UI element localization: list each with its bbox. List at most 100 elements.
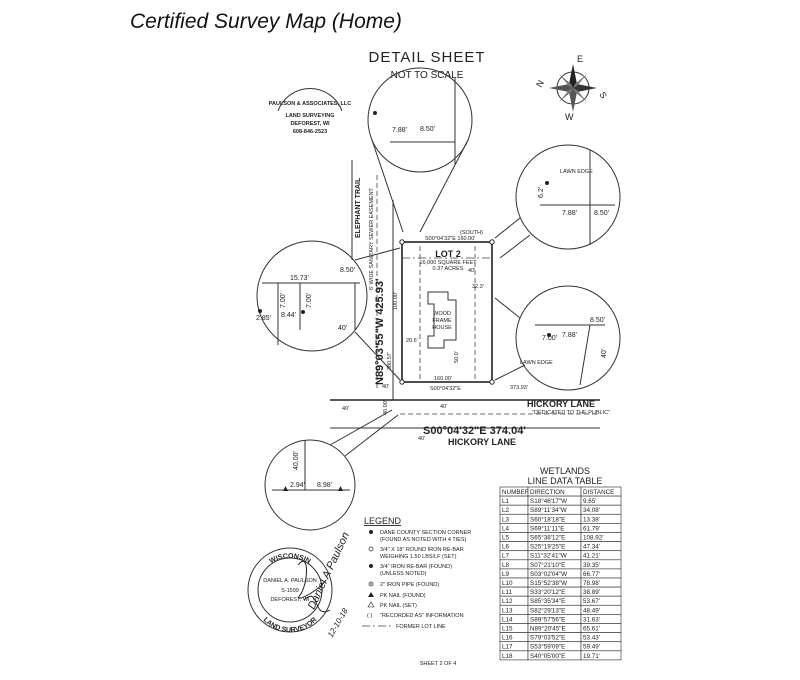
road-hickory-lane-2: HICKORY LANE bbox=[448, 437, 516, 447]
table-cell: 59.49' bbox=[583, 644, 600, 651]
seal-signature: Daniel A Paulson bbox=[306, 530, 352, 611]
table-cell: L10 bbox=[502, 580, 513, 587]
surveyor-company: PAULSON & ASSOCIATES, LLC bbox=[269, 101, 351, 107]
table-cell: S89°57'56"E bbox=[530, 615, 565, 623]
legend-item-4: PK NAIL (FOUND) bbox=[380, 593, 426, 599]
surveyor-phone: 608-846-2523 bbox=[293, 129, 327, 135]
lot-dim-206: 20.6' bbox=[406, 338, 418, 344]
lot-bottom-bearing: S00°04'32"E bbox=[430, 386, 461, 392]
right-dim-850: 8.50' bbox=[594, 210, 609, 217]
compass-w: W bbox=[565, 112, 574, 122]
compass-n: N bbox=[534, 78, 546, 89]
easement-note: 6' WIDE SANITARY SEWER EASEMENT bbox=[369, 187, 375, 290]
compass-rose-icon: N S E W bbox=[534, 54, 609, 122]
mid-dim-850: 8.50' bbox=[590, 317, 605, 324]
legend-item-2-sub: (UNLESS NOTED) bbox=[380, 571, 427, 577]
road-hickory-lane-1: HICKORY LANE bbox=[527, 399, 595, 409]
table-cell: L3 bbox=[502, 516, 510, 523]
table-cell: L11 bbox=[502, 589, 513, 596]
table-cell: 61.79' bbox=[583, 525, 600, 532]
table-cell: 34.08' bbox=[583, 507, 600, 514]
mid-dim-700: 7.00' bbox=[542, 335, 557, 342]
table-cell: S65°38'12"E bbox=[530, 534, 565, 542]
not-to-scale-label: NOT TO SCALE bbox=[391, 70, 464, 81]
table-cell: 78.98' bbox=[583, 580, 600, 587]
lot-top-line: S00°04'32"E 160.00' bbox=[425, 236, 475, 242]
bottom-dim-294: 2.94' bbox=[290, 482, 305, 489]
table-cell: L13 bbox=[502, 607, 513, 614]
table-cell: 65.61' bbox=[583, 626, 600, 633]
table-cell: 47.34' bbox=[583, 544, 600, 551]
seal-city: DEFOREST, WI bbox=[270, 597, 310, 603]
lot-dim-38057: 380.57' bbox=[387, 352, 393, 370]
table-cell: S53°59'09"E bbox=[530, 643, 565, 651]
legend-item-1-sub: WEIGHING 1.50 LBS/LF (SET) bbox=[380, 554, 457, 560]
table-cell: 31.63' bbox=[583, 616, 600, 623]
wetlands-title-1: WETLANDS bbox=[540, 466, 590, 476]
wetlands-title-2: LINE DATA TABLE bbox=[528, 476, 603, 486]
bottom-dim-40: 40.00' bbox=[293, 451, 300, 470]
compass-e: E bbox=[577, 54, 583, 64]
table-cell: S03°02'04"W bbox=[530, 570, 567, 578]
lot-acres: 0.37 ACRES bbox=[433, 266, 464, 272]
table-cell: S82°29'13"E bbox=[530, 606, 565, 614]
road-dim-40c: 40' bbox=[382, 384, 389, 390]
lot-dim-323: 32.3' bbox=[472, 284, 484, 290]
table-cell-border bbox=[580, 650, 622, 661]
page-title: Certified Survey Map (Home) bbox=[130, 10, 402, 33]
table-cell: 19.71' bbox=[583, 653, 600, 660]
right-lawn-edge: LAWN EDGE bbox=[560, 169, 593, 175]
table-cell: L5 bbox=[502, 535, 510, 542]
top-dim-788: 7.88' bbox=[392, 127, 407, 134]
svg-text:( ): ( ) bbox=[367, 613, 372, 619]
table-cell: 53.67' bbox=[583, 598, 600, 605]
detail-bubble-right-top: LAWN EDGE 6.2' 7.88' 8.50' bbox=[494, 144, 621, 259]
table-cell: 38.89' bbox=[583, 589, 600, 596]
road-dim-40a: 40' bbox=[418, 436, 425, 442]
table-cell: S25°19'25"E bbox=[530, 543, 565, 551]
lot-dim-500: 50.0' bbox=[454, 351, 460, 363]
table-header: DISTANCE bbox=[583, 489, 614, 496]
legend-item-0: DANE COUNTY SECTION CORNER bbox=[380, 530, 471, 536]
table-cell: 66.77' bbox=[583, 571, 600, 578]
legend-title: LEGEND bbox=[364, 516, 402, 526]
left-dim-700a: 7.00' bbox=[280, 293, 287, 308]
house-label-2: FRAME bbox=[432, 318, 452, 324]
table-cell: S60°18'18"E bbox=[530, 515, 565, 523]
left-dim-285: 2.85' bbox=[256, 315, 271, 322]
detail-sheet-title: DETAIL SHEET bbox=[368, 49, 485, 66]
bottom-dim-898: 8.98' bbox=[317, 482, 332, 489]
table-cell: L4 bbox=[502, 525, 510, 532]
surveyor-service: LAND SURVEYING bbox=[285, 113, 334, 119]
left-dim-40: 40' bbox=[338, 325, 347, 332]
mid-lawn-edge: LAWN EDGE bbox=[520, 360, 553, 366]
surveyor-seal: WISCONSIN LAND SURVEYOR DANIEL A. PAULSO… bbox=[247, 530, 352, 639]
legend-item-2: 3/4" IRON RE-BAR (FOUND) bbox=[380, 564, 452, 570]
table-cell: S69°11'11"E bbox=[530, 524, 564, 532]
legend-item-1: 3/4" X 18" ROUND IRON RE-BAR bbox=[380, 547, 464, 553]
table-header: NUMBER bbox=[502, 489, 530, 496]
lot-area: 16,000 SQUARE FEET bbox=[419, 260, 477, 266]
lot-dim-40: 40' bbox=[468, 268, 475, 274]
table-cell: L17 bbox=[502, 644, 513, 651]
table-cell: L14 bbox=[502, 616, 513, 623]
table-cell: S89°11'34"W bbox=[530, 506, 567, 514]
table-cell: L1 bbox=[502, 498, 510, 505]
table-cell: L16 bbox=[502, 635, 513, 642]
lot-south: (SOUTH) bbox=[460, 230, 483, 236]
table-cell: L7 bbox=[502, 553, 510, 560]
legend: LEGEND DANE COUNTY SECTION CORNER (FOUND… bbox=[362, 516, 471, 630]
seal-ring-bottom: LAND SURVEYOR bbox=[262, 616, 319, 634]
legend-item-7: FORMER LOT LINE bbox=[396, 624, 446, 630]
detail-bubble-top: 7.88' 8.50' bbox=[367, 67, 473, 233]
table-cell: 53.43' bbox=[583, 635, 600, 642]
top-dim-850: 8.50' bbox=[420, 126, 435, 133]
table-cell: N89°20'45"E bbox=[530, 625, 566, 633]
table-cell: L12 bbox=[502, 598, 513, 605]
surveyor-stamp: PAULSON & ASSOCIATES, LLC LAND SURVEYING… bbox=[269, 87, 351, 135]
compass-s: S bbox=[597, 90, 609, 100]
detail-bubble-left: 15.73' 8.50' 7.00' 7.00' 8.44' 2.85' 40' bbox=[256, 240, 401, 381]
road-elephant-trail: ELEPHANT TRAIL bbox=[355, 177, 362, 238]
mid-dim-788: 7.88' bbox=[562, 332, 577, 339]
